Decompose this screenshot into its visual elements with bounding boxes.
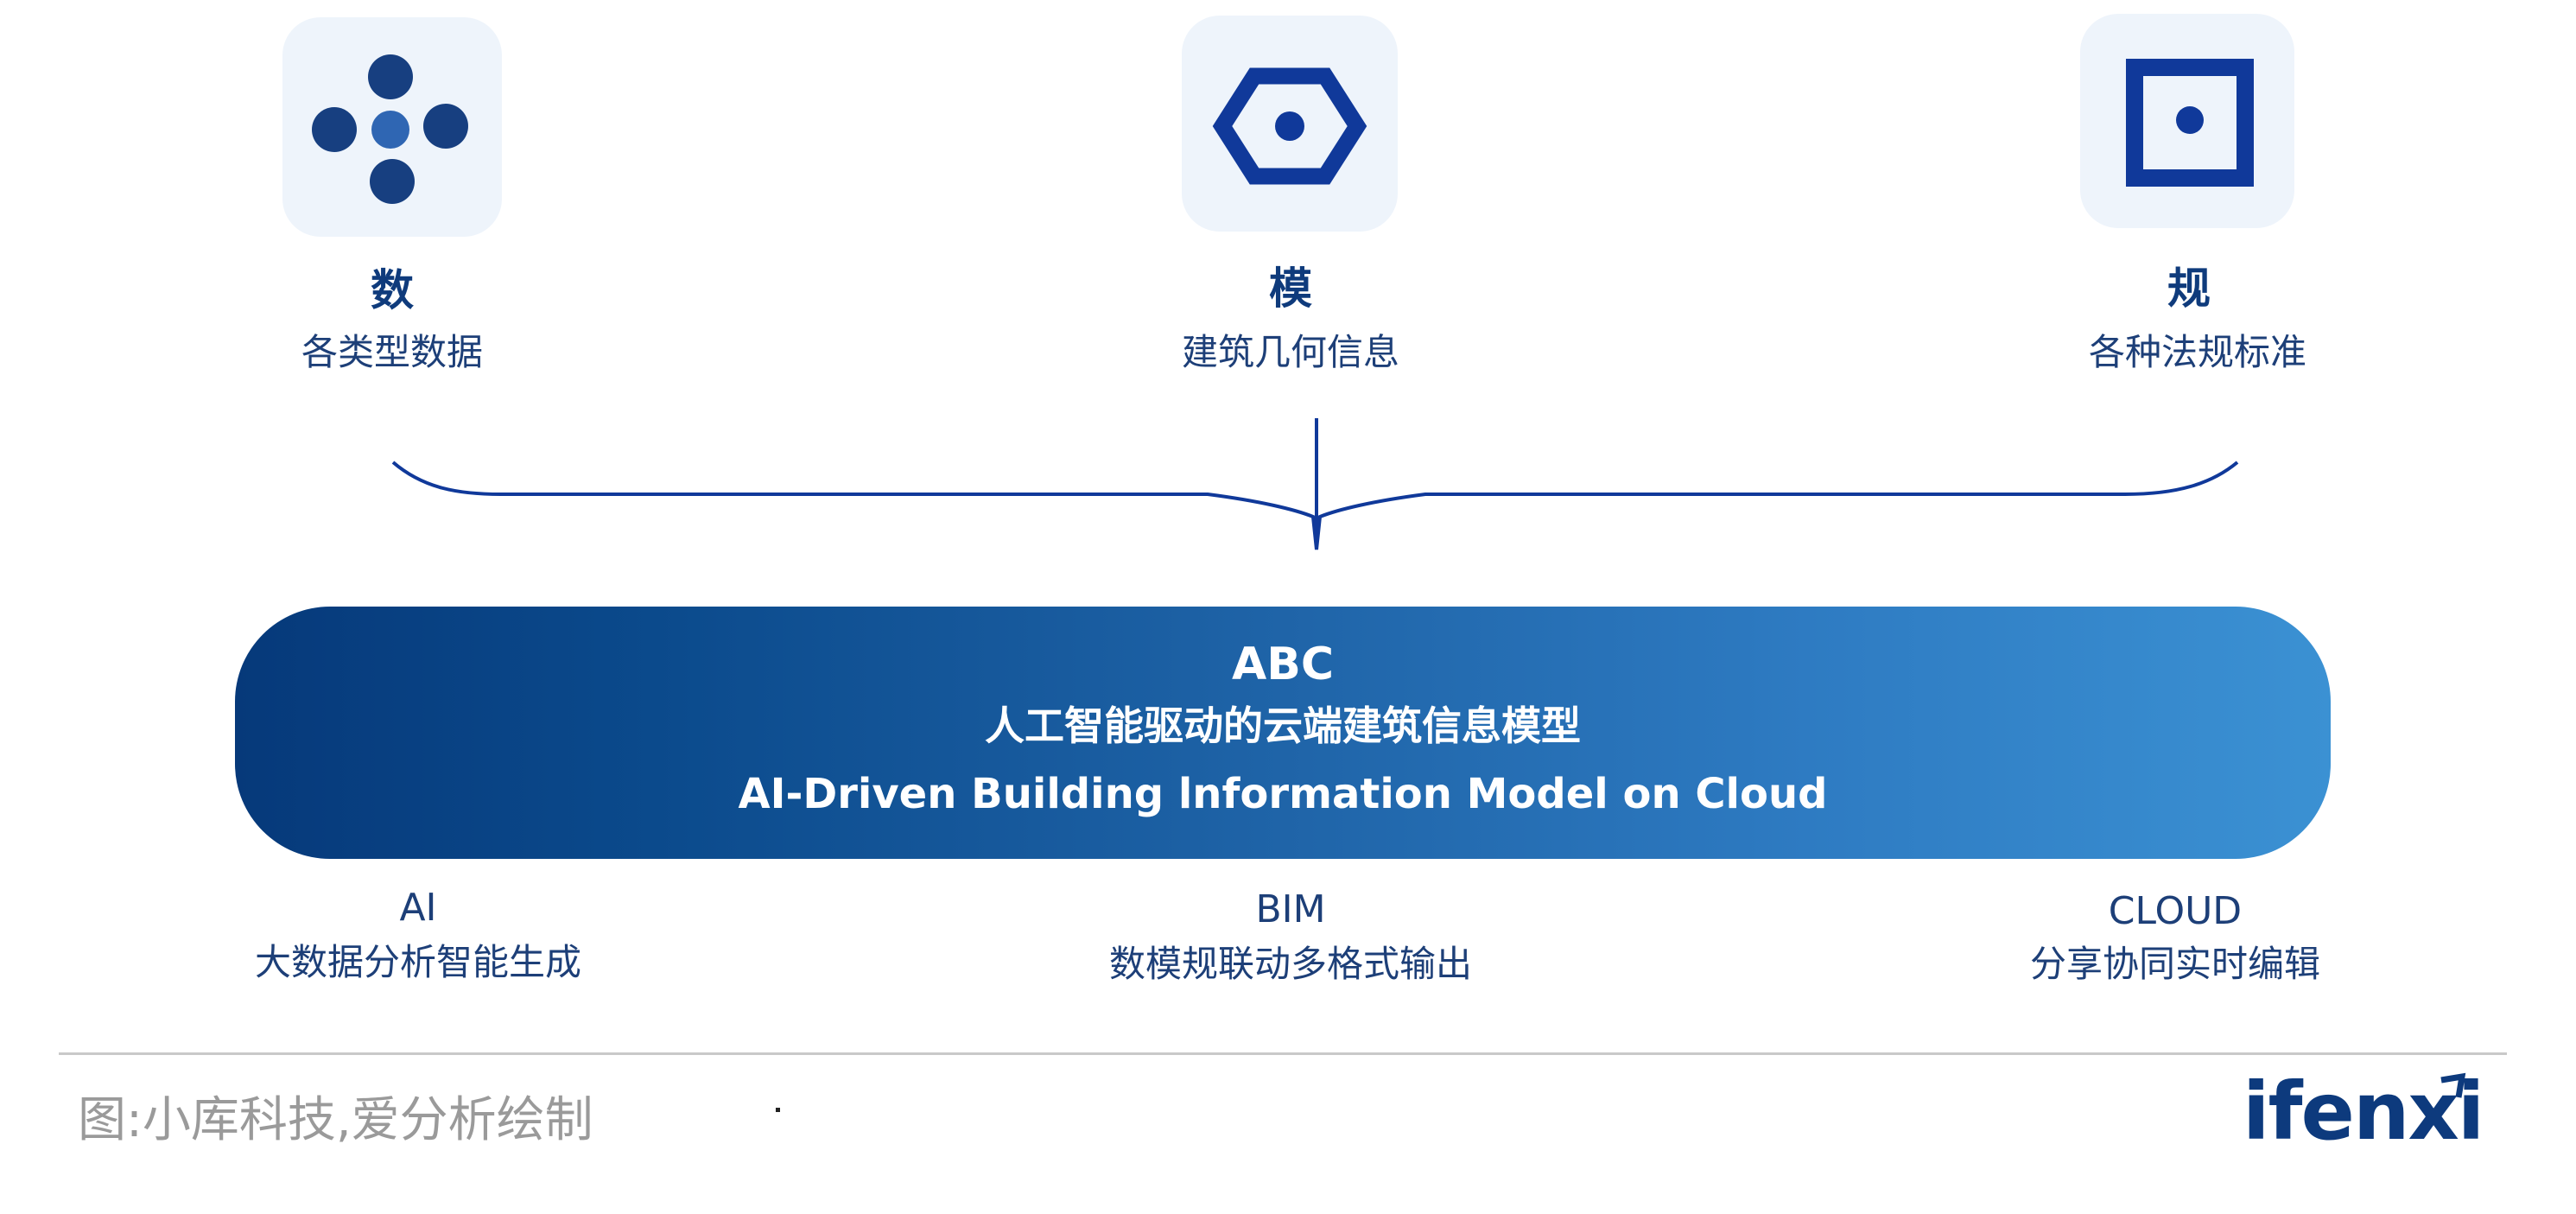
feature-description-ai: 大数据分析智能生成 xyxy=(254,941,581,983)
icon-card-data xyxy=(282,17,502,237)
pillar-subtitle-model: 建筑几何信息 xyxy=(1181,331,1399,373)
source-caption: 图:小库科技,爱分析绘制 xyxy=(78,1092,593,1148)
pillar-title-regulation: 规 xyxy=(2167,264,2211,314)
curly-brace-connector xyxy=(391,418,2239,550)
banner-english-title: AI-Driven Building lnformation Model on … xyxy=(738,770,1828,818)
dots-cluster-icon xyxy=(312,54,468,204)
banner-name: ABC xyxy=(1231,639,1335,690)
hexagon-icon xyxy=(1212,67,1367,185)
feature-code-cloud: CLOUD xyxy=(2108,889,2243,933)
pillar-title-data: 数 xyxy=(371,265,414,315)
pillar-subtitle-regulation: 各种法规标准 xyxy=(2088,331,2306,373)
feature-code-ai: AI xyxy=(399,886,437,930)
icon-card-regulation xyxy=(2080,14,2294,228)
banner-chinese-title: 人工智能驱动的云端建筑信息模型 xyxy=(985,702,1581,749)
pillar-subtitle-data: 各类型数据 xyxy=(301,331,483,373)
feature-code-bim: BIM xyxy=(1255,887,1326,931)
footer-divider xyxy=(59,1052,2507,1055)
stray-dot xyxy=(776,1108,780,1112)
feature-description-cloud: 分享协同实时编辑 xyxy=(2029,943,2320,985)
abc-banner: ABC 人工智能驱动的云端建筑信息模型 AI-Driven Building l… xyxy=(235,607,2331,859)
feature-description-bim: 数模规联动多格式输出 xyxy=(1108,943,1472,985)
logo-arrow-icon xyxy=(2440,1072,2466,1098)
icon-card-model xyxy=(1182,16,1398,232)
square-frame-icon xyxy=(2126,59,2254,187)
pillar-title-model: 模 xyxy=(1269,264,1312,314)
